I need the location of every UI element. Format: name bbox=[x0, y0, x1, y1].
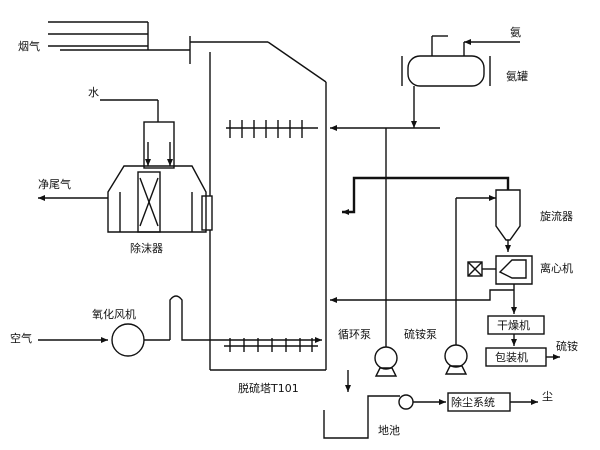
flue-gas-label: 烟气 bbox=[18, 39, 40, 53]
absorber-tower bbox=[190, 41, 327, 371]
sump-label: 地池 bbox=[378, 424, 400, 437]
cyclone-label: 旋流器 bbox=[540, 209, 573, 223]
dryer-label: 干燥机 bbox=[497, 318, 530, 332]
demister bbox=[38, 121, 207, 233]
sulfate-slurry-line bbox=[444, 195, 496, 375]
sump-pump bbox=[398, 394, 414, 410]
oxidation-fan bbox=[111, 323, 145, 357]
dryer bbox=[487, 315, 545, 346]
absorber-label: 脱硫塔T101 bbox=[238, 381, 299, 395]
ammonia-tank-label: 氨罐 bbox=[506, 70, 528, 83]
centrifuge-label: 离心机 bbox=[540, 261, 573, 275]
ammonium-sulfate-label: 硫铵 bbox=[556, 339, 578, 353]
cyclone bbox=[342, 176, 521, 252]
circulation-pump-label: 循环泵 bbox=[338, 328, 371, 341]
demister-label: 除沫器 bbox=[130, 241, 163, 255]
circulation-loop bbox=[330, 125, 440, 377]
packing-machine-label: 包装机 bbox=[495, 350, 528, 364]
dust-removal-label: 除尘系统 bbox=[451, 395, 495, 409]
water-label: 水 bbox=[88, 86, 99, 99]
circulation-pump bbox=[374, 346, 398, 370]
ammonium-sulfate-pump bbox=[444, 344, 468, 368]
dust-label: 尘 bbox=[542, 390, 553, 403]
air-label: 空气 bbox=[10, 331, 32, 345]
water-line bbox=[100, 99, 159, 122]
ammonia-tank bbox=[401, 35, 520, 128]
oxidation-fan-label: 氧化风机 bbox=[92, 307, 136, 321]
clean-gas-label: 净尾气 bbox=[38, 177, 71, 191]
oxidation-air-line bbox=[38, 295, 322, 357]
packing-machine bbox=[485, 347, 560, 367]
flue-gas-inlet-pipes bbox=[48, 21, 191, 64]
ammonium-sulfate-pump-label: 硫铵泵 bbox=[404, 327, 437, 341]
sump-and-dust-line bbox=[323, 370, 538, 439]
centrifuge bbox=[330, 255, 533, 314]
ammonia-label: 氨 bbox=[510, 26, 521, 39]
